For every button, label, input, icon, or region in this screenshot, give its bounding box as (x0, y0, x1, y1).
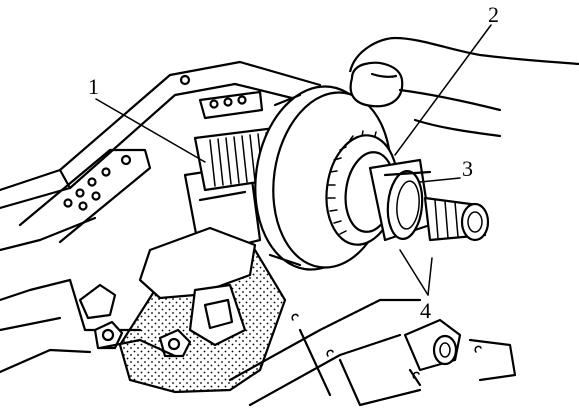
leader-4b (427, 257, 433, 296)
release-bearing-hub (368, 158, 432, 242)
leader-4a (399, 249, 429, 296)
release-lever (118, 226, 287, 394)
leader-3 (419, 177, 461, 183)
callout-2: 2 (488, 2, 499, 27)
leader-2 (394, 24, 492, 156)
lower-right-parts (228, 298, 517, 407)
callout-3: 3 (462, 156, 473, 181)
callout-leaders (95, 24, 492, 296)
leader-1 (95, 98, 206, 163)
output-spline (423, 196, 490, 242)
callout-1: 1 (88, 74, 99, 99)
frame-bolt-holes (63, 74, 247, 211)
callout-4: 4 (420, 298, 431, 323)
hand (348, 36, 579, 138)
housing-frame (0, 60, 322, 374)
mounting-bolts (78, 283, 192, 358)
